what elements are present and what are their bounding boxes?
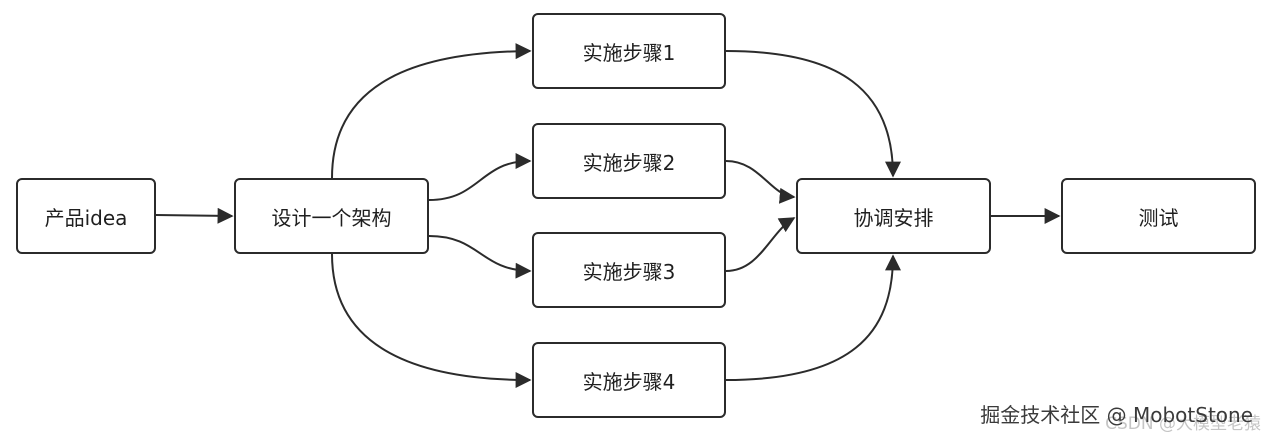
arrow-architecture-to-step1 bbox=[331, 43, 532, 179]
node-test-label: 测试 bbox=[1138, 205, 1179, 230]
arrow-idea-to-architecture bbox=[155, 207, 234, 224]
arrow-step1-to-coordinate bbox=[725, 50, 901, 178]
node-coordinate: 协调安排 bbox=[796, 178, 991, 254]
node-step-2: 实施步骤2 bbox=[532, 123, 726, 199]
node-step-3: 实施步骤3 bbox=[532, 232, 726, 308]
arrow-architecture-to-step4 bbox=[331, 253, 532, 388]
node-step-2-label: 实施步骤2 bbox=[582, 150, 676, 175]
node-product-idea: 产品idea bbox=[16, 178, 156, 254]
node-step-4: 实施步骤4 bbox=[532, 342, 726, 418]
arrow-architecture-to-step3 bbox=[428, 235, 532, 279]
node-product-idea-label: 产品idea bbox=[44, 205, 128, 230]
node-test: 测试 bbox=[1061, 178, 1256, 254]
arrow-step3-to-coordinate bbox=[725, 217, 796, 272]
arrow-step2-to-coordinate bbox=[725, 160, 796, 204]
node-step-1-label: 实施步骤1 bbox=[582, 40, 676, 65]
arrow-architecture-to-step2 bbox=[428, 153, 532, 201]
node-step-3-label: 实施步骤3 bbox=[582, 259, 676, 284]
arrow-step4-to-coordinate bbox=[725, 254, 901, 381]
node-design-architecture-label: 设计一个架构 bbox=[271, 205, 392, 230]
watermark-juejin: 掘金技术社区 @ MobotStone bbox=[980, 403, 1253, 427]
node-design-architecture: 设计一个架构 bbox=[234, 178, 429, 254]
node-step-1: 实施步骤1 bbox=[532, 13, 726, 89]
watermark-csdn: CSDN @大模型老猿 bbox=[1105, 414, 1261, 434]
node-coordinate-label: 协调安排 bbox=[853, 205, 934, 230]
node-step-4-label: 实施步骤4 bbox=[582, 369, 676, 394]
